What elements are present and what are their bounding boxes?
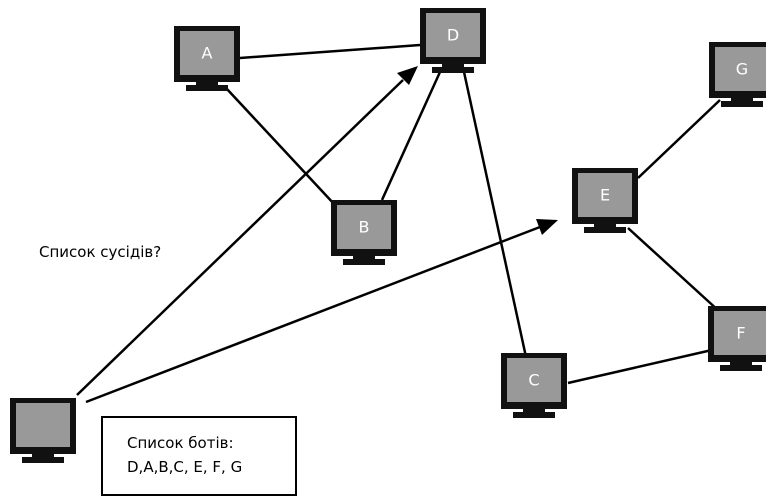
bot-list-title: Список ботів:	[127, 434, 234, 452]
neighbor-list-question: Список сусідів?	[39, 243, 162, 261]
computer-node-f[interactable]: F	[708, 306, 766, 371]
bot-list-items: D,A,B,C, E, F, G	[127, 458, 243, 476]
link-c-f	[567, 348, 713, 385]
node-label-b: B	[359, 218, 370, 237]
query-arrow-to-d	[76, 79, 404, 396]
node-label-g: G	[736, 60, 748, 79]
stand-c	[523, 409, 545, 413]
stand-d	[442, 64, 464, 68]
computer-node-a[interactable]: A	[174, 26, 240, 91]
screen-d	[426, 13, 480, 57]
query-arrows	[76, 66, 558, 404]
computer-node-source[interactable]	[10, 398, 76, 463]
screen-g	[715, 47, 766, 91]
screen-a	[180, 31, 234, 75]
base-b	[343, 259, 385, 265]
arrowhead-to-e	[536, 219, 558, 235]
link-b-d	[380, 71, 442, 201]
stand-a	[196, 82, 218, 86]
computer-node-g[interactable]: G	[709, 42, 766, 107]
link-a-d	[239, 43, 421, 60]
base-e	[584, 227, 626, 233]
stand-b	[353, 256, 375, 260]
node-label-c: C	[528, 371, 539, 390]
node-label-d: D	[447, 26, 459, 45]
query-arrow-to-e	[85, 225, 541, 404]
node-label-f: F	[736, 324, 745, 343]
screen-f	[714, 311, 766, 355]
link-e-g	[637, 99, 721, 179]
screen-b	[337, 205, 391, 249]
links-layer	[225, 43, 721, 385]
computer-node-d[interactable]: D	[420, 8, 486, 73]
stand-source	[32, 454, 54, 458]
base-g	[721, 101, 763, 107]
base-a	[186, 85, 228, 91]
screen-c	[507, 358, 561, 402]
screen-e	[578, 173, 632, 217]
stand-f	[730, 362, 752, 366]
screen-source	[16, 403, 70, 447]
computer-node-b[interactable]: B	[331, 200, 397, 265]
base-d	[432, 67, 474, 73]
bot-list-box: Список ботів: D,A,B,C, E, F, G	[101, 416, 297, 496]
link-a-b	[225, 87, 336, 206]
stand-g	[731, 98, 753, 102]
base-f	[720, 365, 762, 371]
base-source	[22, 457, 64, 463]
computer-node-c[interactable]: C	[501, 353, 567, 418]
computer-node-e[interactable]: E	[572, 168, 638, 233]
stand-e	[594, 224, 616, 228]
node-label-a: A	[202, 44, 213, 63]
base-c	[513, 412, 555, 418]
link-e-f	[627, 227, 721, 313]
node-label-e: E	[600, 186, 610, 205]
arrowhead-to-d	[397, 66, 418, 85]
link-d-c	[462, 71, 528, 358]
